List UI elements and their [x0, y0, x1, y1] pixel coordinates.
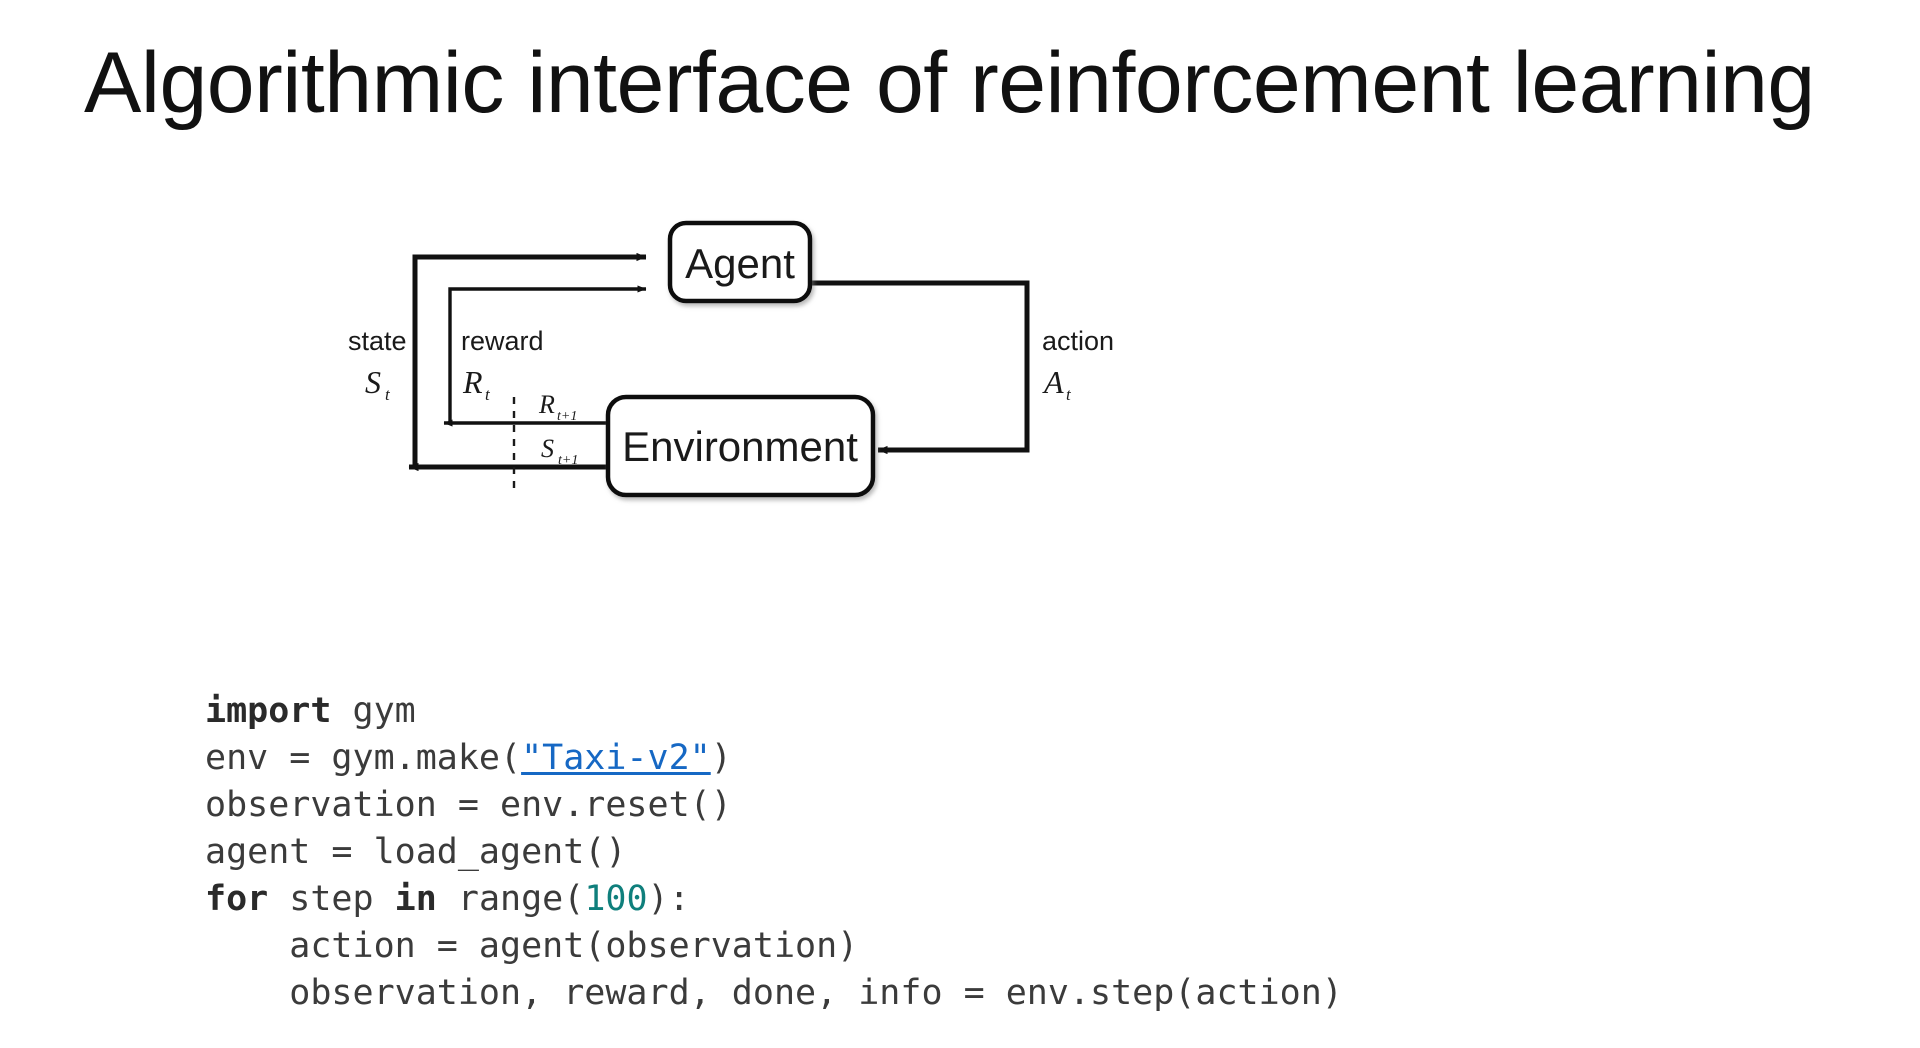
reward-label-word: reward	[461, 326, 544, 356]
state-edge	[412, 252, 647, 467]
next-state-label: S t+1	[541, 434, 578, 468]
rl-loop-diagram: Agent Environment state S t reward R t a…	[330, 205, 1510, 535]
code-text: observation = env.reset()	[205, 785, 732, 825]
state-label: state S t	[348, 326, 407, 404]
action-label-word: action	[1042, 326, 1114, 356]
state-label-word: state	[348, 326, 407, 356]
agent-node: Agent	[667, 220, 813, 304]
action-label-subscript: t	[1066, 385, 1072, 404]
environment-node: Environment	[605, 394, 876, 498]
env-id-link[interactable]: "Taxi-v2"	[521, 738, 711, 778]
code-text: observation, reward, done, info = env.st…	[205, 973, 1343, 1013]
page-title: Algorithmic interface of reinforcement l…	[84, 35, 1815, 131]
code-number: 100	[584, 879, 648, 919]
next-reward-label: R t+1	[538, 390, 577, 424]
code-keyword: in	[394, 879, 437, 919]
reward-edge	[448, 285, 647, 423]
code-text: agent = load_agent()	[205, 832, 627, 872]
code-keyword: import	[205, 691, 332, 731]
code-line: import gym	[205, 688, 1343, 735]
state-label-symbol: S	[365, 364, 381, 400]
state-label-subscript: t	[385, 385, 391, 404]
reward-label-symbol: R	[462, 364, 483, 400]
code-line: for step in range(100):	[205, 876, 1343, 923]
code-text: range(	[436, 879, 585, 919]
next-state-label-symbol: S	[541, 434, 554, 463]
code-text: step	[268, 879, 395, 919]
code-keyword: for	[205, 879, 269, 919]
action-label: action A t	[1042, 326, 1114, 404]
agent-node-label: Agent	[685, 240, 795, 287]
code-text: env = gym.make(	[205, 738, 522, 778]
code-line: observation, reward, done, info = env.st…	[205, 970, 1343, 1017]
code-line: env = gym.make("Taxi-v2")	[205, 735, 1343, 782]
reward-label: reward R t	[461, 326, 544, 404]
code-line: action = agent(observation)	[205, 923, 1343, 970]
code-text: action = agent(observation)	[205, 926, 859, 966]
next-state-label-subscript: t+1	[558, 453, 578, 468]
next-reward-label-subscript: t+1	[557, 409, 577, 424]
code-text: )	[710, 738, 732, 778]
reward-label-subscript: t	[485, 385, 491, 404]
code-text: ):	[647, 879, 690, 919]
code-text: gym	[331, 691, 416, 731]
environment-node-label: Environment	[622, 423, 858, 470]
code-line: observation = env.reset()	[205, 782, 1343, 829]
code-line: agent = load_agent()	[205, 829, 1343, 876]
next-reward-label-symbol: R	[538, 390, 555, 419]
action-edge	[808, 280, 1030, 455]
action-label-symbol: A	[1042, 364, 1064, 400]
